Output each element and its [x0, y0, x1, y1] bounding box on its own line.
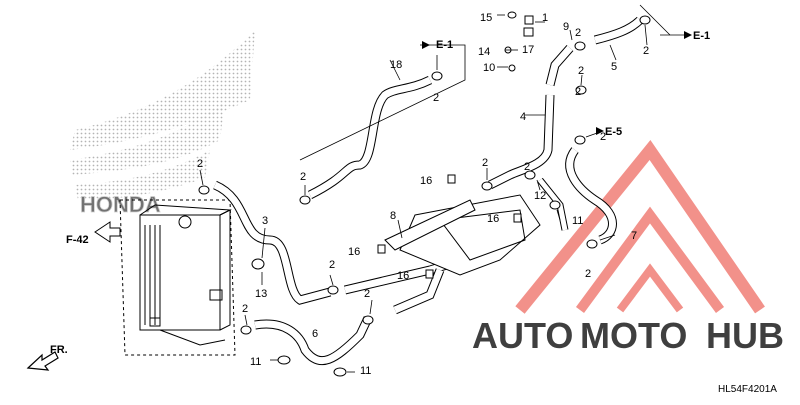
- callout-2i: 2: [329, 259, 335, 271]
- callout-11a: 11: [572, 215, 583, 227]
- e1-arrow-top: [684, 31, 692, 39]
- callout-16a: 16: [420, 175, 432, 187]
- watermark-text-auto: AUTO: [472, 315, 573, 356]
- callout-2j: 2: [585, 268, 591, 280]
- callout-18: 18: [390, 59, 402, 71]
- callout-6: 6: [312, 328, 318, 340]
- diagram-code: HL54F4201A: [718, 384, 777, 395]
- front-direction-arrow: [26, 351, 59, 371]
- front-direction-label: FR.: [50, 344, 68, 356]
- callout-2h: 2: [524, 161, 530, 173]
- callout-16b: 16: [487, 213, 499, 225]
- e1-arrow-mid: [422, 41, 430, 49]
- hose-clamps: [198, 11, 651, 377]
- callout-2g: 2: [482, 157, 488, 169]
- radiator: [119, 199, 236, 356]
- callout-2n: 2: [300, 171, 306, 183]
- callout-4: 4: [520, 111, 526, 123]
- honda-brand-text: HONDA: [80, 192, 161, 217]
- callout-2d: 2: [433, 92, 439, 104]
- callout-5: 5: [611, 61, 617, 73]
- callout-3: 3: [262, 215, 268, 227]
- callout-13: 13: [255, 288, 267, 300]
- callout-11c: 11: [360, 365, 371, 377]
- callout-2b: 2: [578, 65, 584, 77]
- frame-bracket: [384, 194, 541, 276]
- callout-2m: 2: [197, 158, 203, 170]
- callout-16c: 16: [348, 246, 360, 258]
- honda-wing-logo: HONDA: [70, 30, 255, 217]
- callout-2a: 2: [575, 27, 581, 39]
- callout-8: 8: [390, 210, 396, 222]
- callout-2k: 2: [364, 288, 370, 300]
- f42-reference-arrow: [94, 221, 121, 243]
- watermark-logo: [515, 139, 765, 314]
- callout-17: 17: [522, 44, 534, 56]
- watermark-text-moto: MOTO: [580, 315, 687, 356]
- callout-10: 10: [483, 62, 495, 74]
- callout-2l: 2: [242, 303, 248, 315]
- callout-16d: 16: [397, 270, 409, 282]
- callout-11b: 11: [250, 356, 261, 368]
- e1-reference-label-top: E-1: [693, 30, 710, 42]
- callout-2c: 2: [643, 45, 649, 57]
- callout-1: 1: [542, 12, 548, 24]
- callout-12: 12: [534, 190, 546, 202]
- hose-lines: [212, 16, 644, 366]
- f42-reference-label: F-42: [66, 234, 89, 246]
- e1-reference-label-mid: E-1: [436, 39, 453, 51]
- e5-reference-label: E-5: [605, 126, 622, 138]
- callout-15: 15: [480, 12, 492, 24]
- callout-14: 14: [478, 46, 490, 58]
- watermark-text-hub: HUB: [706, 315, 784, 356]
- callout-9: 9: [563, 21, 569, 33]
- part-callouts: 15 1 17 9 2 14 10 2 5 2 18 2 4 2 2 E-5 1…: [197, 12, 649, 377]
- e5-arrow: [596, 127, 604, 135]
- callout-7: 7: [631, 230, 637, 242]
- callout-2e: 2: [575, 86, 581, 98]
- callout-2f: 2: [600, 131, 606, 143]
